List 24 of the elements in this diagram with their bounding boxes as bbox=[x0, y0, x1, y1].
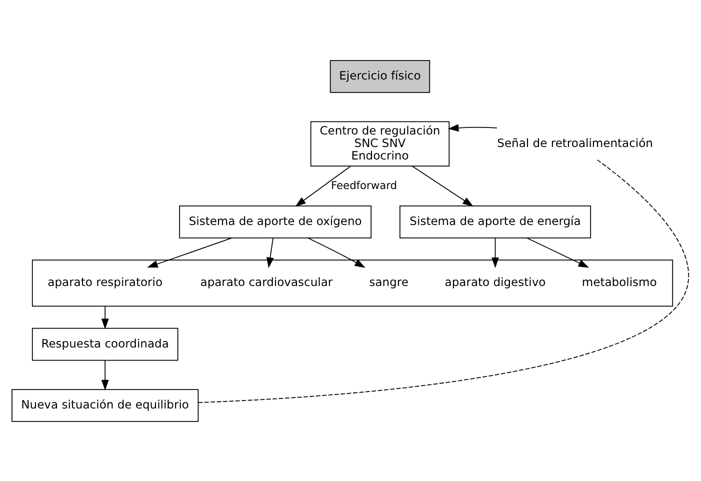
node-text: sangre bbox=[369, 274, 408, 289]
arrow bbox=[412, 165, 474, 206]
arrow bbox=[492, 237, 499, 268]
arrow bbox=[101, 305, 109, 329]
node-box: Nueva situación de equilibrio bbox=[12, 388, 199, 422]
node-text: aparato digestivo bbox=[444, 274, 546, 289]
arrow bbox=[448, 124, 498, 132]
node-text: metabolismo bbox=[582, 274, 657, 289]
node-text: aparato cardiovascular bbox=[200, 274, 333, 289]
node-box: Respuesta coordinada bbox=[32, 327, 178, 360]
arrow bbox=[295, 165, 351, 206]
arrow bbox=[147, 237, 232, 268]
node-text: Señal de retroalimentación bbox=[497, 135, 653, 150]
arrow bbox=[266, 237, 274, 268]
node-box: Sistema de aporte de oxígeno bbox=[179, 205, 372, 238]
node-text: aparato respiratorio bbox=[48, 274, 163, 289]
arrow bbox=[101, 360, 109, 390]
connector bbox=[198, 159, 689, 402]
arrow bbox=[526, 237, 590, 268]
node-box: Centro de regulación SNC SNV Endocrino bbox=[310, 120, 450, 166]
edge-label: Feedforward bbox=[330, 178, 398, 192]
arrow bbox=[307, 237, 366, 268]
node-box: Ejercicio físico bbox=[330, 60, 430, 92]
node-box: Sistema de aporte de energía bbox=[399, 205, 592, 238]
